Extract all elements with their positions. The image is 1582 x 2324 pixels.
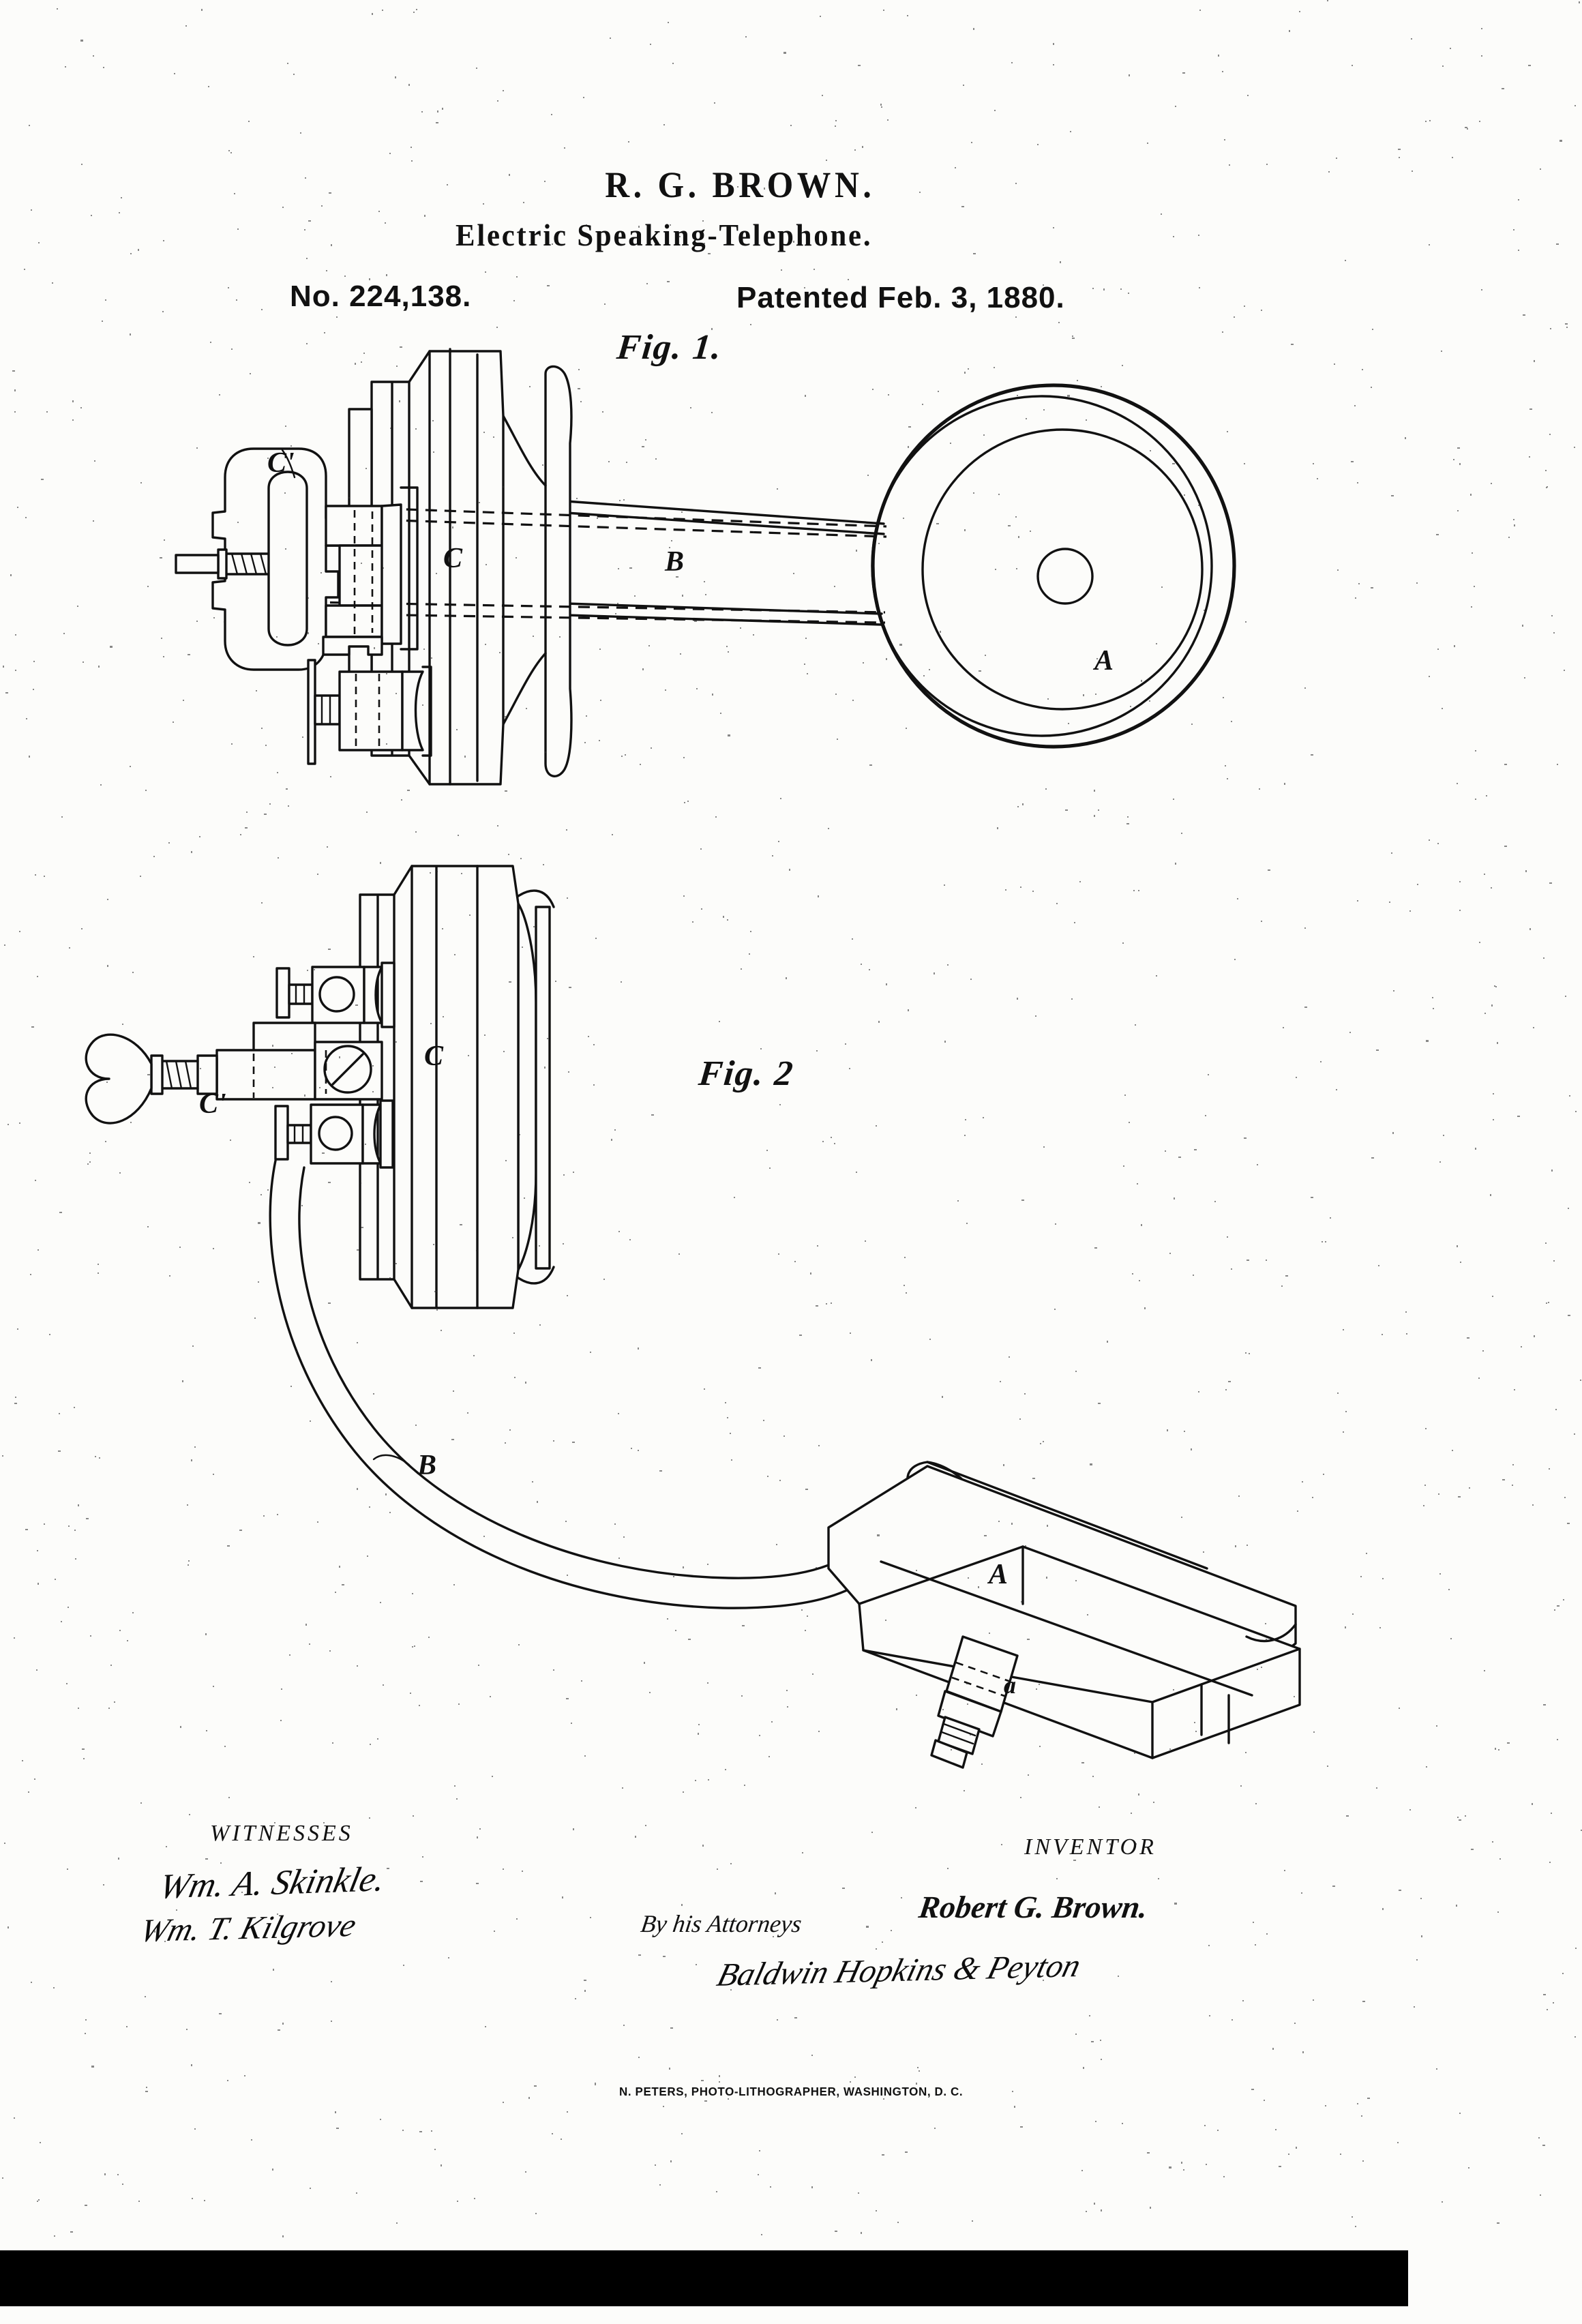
fig2-label-a-nipple: a — [1004, 1671, 1016, 1699]
patent-title: Electric Speaking-Telephone. — [456, 218, 873, 252]
witness-signature-1: Wm. A. Skinkle. — [155, 1860, 389, 1907]
inventor-heading: INVENTOR — [1024, 1834, 1156, 1860]
fig2-lower-bracket — [274, 1099, 394, 1169]
fig2-label-b: B — [417, 1450, 437, 1481]
inventor-header: R. G. BROWN. — [605, 164, 876, 205]
fig2-label-c: C — [424, 1041, 444, 1072]
fig1-spring — [175, 548, 269, 580]
patent-number: No. 224,138. — [290, 280, 472, 313]
fig2-center-block — [85, 1022, 383, 1124]
inventor-signature: Robert G. Brown. — [916, 1890, 1150, 1924]
attorneys-label: By his Attorneys — [639, 1910, 804, 1937]
lithographer-credit: N. PETERS, PHOTO-LITHOGRAPHER, WASHINGTO… — [619, 2085, 964, 2099]
fig1-label-cprime: C' — [267, 447, 295, 479]
patent-date: Patented Feb. 3, 1880. — [736, 281, 1065, 314]
fig2-label-a: A — [989, 1559, 1009, 1590]
fig1-label-c: C — [443, 543, 463, 574]
fig2-upper-bracket — [275, 962, 395, 1028]
fig1-disc-a — [871, 383, 1236, 749]
fig1-label-b: B — [665, 546, 685, 578]
scan-edge-band — [0, 2250, 1408, 2306]
fig1-cprime-leader — [281, 449, 296, 479]
witness-signature-2: Wm. T. Kilgrove — [136, 1907, 361, 1950]
fig2-geometry — [85, 865, 1301, 1769]
witnesses-heading: WITNESSES — [210, 1821, 353, 1846]
fig2-mount-cprime — [85, 962, 395, 1169]
fig2-disc-a — [827, 1461, 1301, 1759]
fig2-nipple-a — [930, 1635, 1019, 1769]
fig2-label-cprime: C' — [199, 1088, 226, 1120]
fig1-geometry — [175, 348, 1236, 786]
fig2-tube-b — [269, 1159, 881, 1609]
fig1-mount-cprime — [175, 447, 432, 765]
fig1-lower-pulley — [307, 659, 432, 765]
fig2-b-leader — [372, 1454, 411, 1466]
fig1-label-a: A — [1094, 645, 1114, 676]
